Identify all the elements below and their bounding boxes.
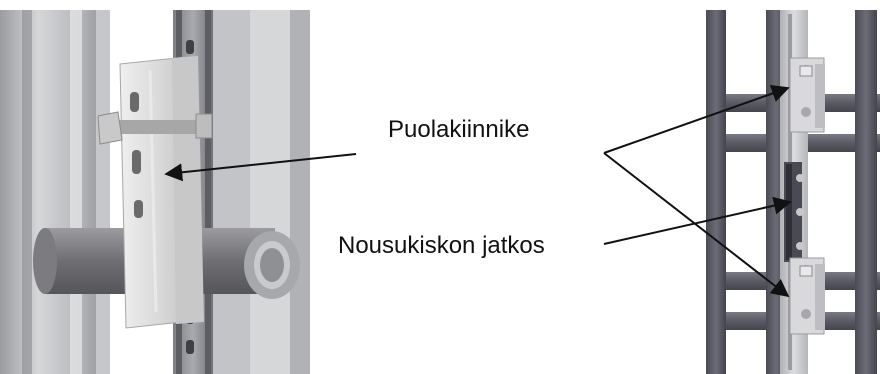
lower-bracket <box>789 257 825 335</box>
arrow-bracket-upper-right <box>603 84 790 154</box>
rail-joint-label: Nousukiskon jatkos <box>338 232 545 259</box>
rail-joint <box>784 162 804 262</box>
right-overview-view <box>705 10 880 374</box>
callout-arrows <box>164 84 792 298</box>
upper-bracket <box>789 57 825 133</box>
arrow-bracket-lower-right <box>603 152 790 298</box>
arrow-joint <box>603 196 792 245</box>
bolt <box>97 111 213 145</box>
left-detail-view <box>0 10 310 374</box>
bracket-label: Puolakiinnike <box>388 116 530 143</box>
arrow-bracket-left <box>164 153 357 182</box>
bracket-plate <box>119 55 204 329</box>
